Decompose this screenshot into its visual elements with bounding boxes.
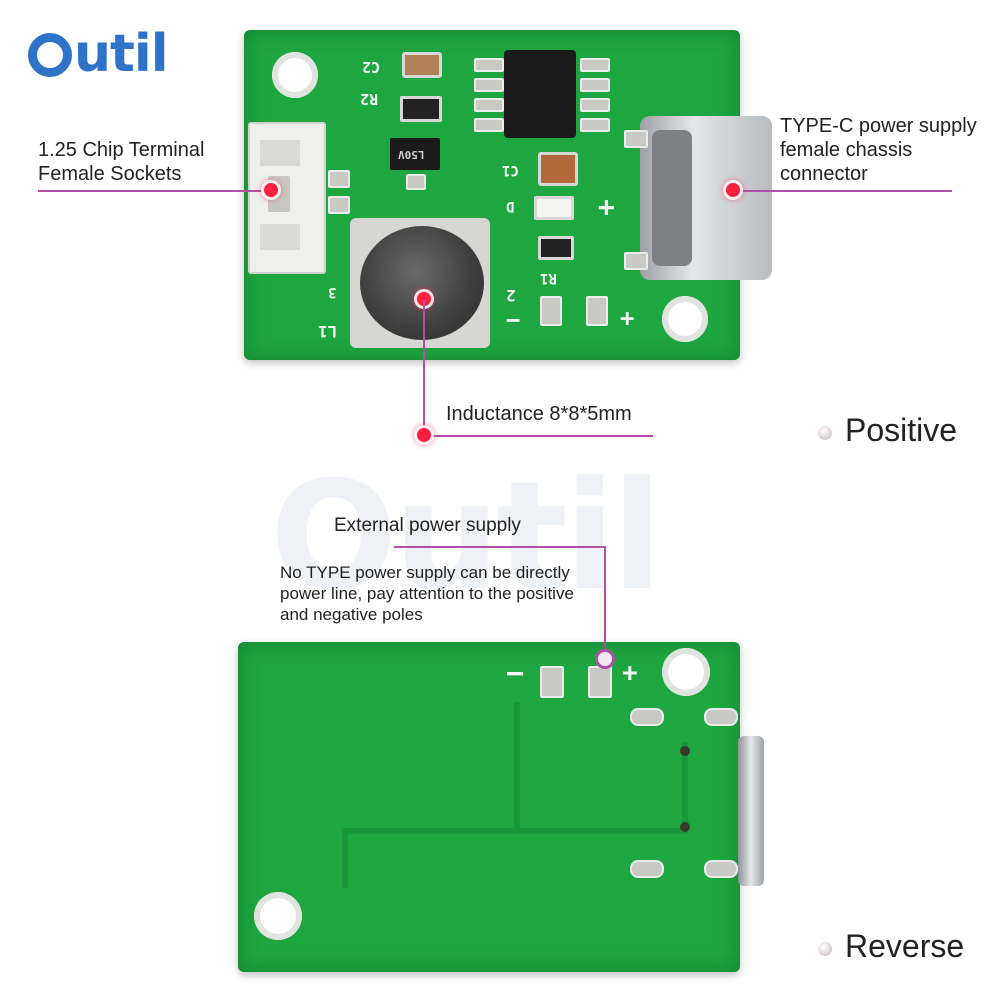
label-positive: Positive xyxy=(845,412,958,448)
pointer-line-chip-terminal xyxy=(38,190,272,192)
marker-external xyxy=(598,652,612,666)
label-chip-terminal: 1.25 Chip Terminal Female Sockets xyxy=(38,139,205,185)
silk-n2: 2 xyxy=(506,286,516,305)
diode-d xyxy=(534,196,574,220)
silk-l1: L1 xyxy=(318,322,338,341)
bullet-positive xyxy=(818,426,832,440)
label-type-c: TYPE-C power supply female chassis conne… xyxy=(780,115,977,185)
transistor-chip xyxy=(390,138,440,170)
logo-text: util xyxy=(74,24,169,84)
mount-hole-top-left xyxy=(272,52,318,98)
pointer-line-inductance-vertical xyxy=(423,300,425,436)
label-external-note: No TYPE power supply can be directly pow… xyxy=(280,563,574,624)
silk-chip-code: L50V xyxy=(398,148,425,161)
jst-pin-bottom xyxy=(328,196,350,214)
mount-hole-bottom-right xyxy=(662,296,708,342)
pad-plus-back xyxy=(588,666,612,698)
capacitor-c2 xyxy=(402,52,442,78)
capacitor-c1 xyxy=(538,152,578,186)
silk-plus-top: + xyxy=(598,190,615,223)
pad-minus-back xyxy=(540,666,564,698)
silk-plus-back: + xyxy=(622,658,638,688)
marker-chip-terminal xyxy=(264,183,278,197)
resistor-r3 xyxy=(538,236,574,260)
typec-tab-1 xyxy=(630,708,664,726)
marker-inductance xyxy=(417,428,431,442)
pad-plus-top xyxy=(586,296,608,326)
ic-chip-sop8 xyxy=(504,50,576,138)
mount-hole-bottom-left xyxy=(254,892,302,940)
marker-inductance-coil xyxy=(417,292,431,306)
pointer-line-external xyxy=(394,546,606,548)
bullet-reverse xyxy=(818,942,832,956)
jst-pin-top xyxy=(328,170,350,188)
jst-socket xyxy=(248,122,326,274)
brand-logo: util xyxy=(28,24,169,84)
resistor-r2 xyxy=(400,96,442,122)
silk-plus-top-2: + xyxy=(620,304,635,332)
inductor-coil xyxy=(360,226,484,340)
pcb-front: C2 R2 L50V C1 D R1 + 3 L1 2 − + xyxy=(244,30,772,360)
typec-tab-3 xyxy=(630,860,664,878)
pad-minus-top xyxy=(540,296,562,326)
silk-minus-back: − xyxy=(506,656,525,691)
via-1 xyxy=(680,746,690,756)
label-external-title: External power supply xyxy=(334,515,521,536)
silk-n3: 3 xyxy=(328,284,337,300)
silk-c2: C2 xyxy=(362,58,381,76)
typec-tab-4 xyxy=(704,860,738,878)
pointer-line-type-c xyxy=(734,190,952,192)
logo-o-ring-icon xyxy=(28,33,72,77)
pcb-back: − + xyxy=(238,642,764,972)
via-2 xyxy=(680,822,690,832)
marker-type-c xyxy=(726,183,740,197)
label-reverse: Reverse xyxy=(845,928,965,964)
silk-c1: C1 xyxy=(502,162,519,178)
pointer-line-external-vertical xyxy=(604,546,606,656)
label-inductance: Inductance 8*8*5mm xyxy=(446,403,632,425)
typec-tab-2 xyxy=(704,708,738,726)
pointer-line-inductance xyxy=(423,435,653,437)
silk-d: D xyxy=(506,198,515,214)
silk-r2: R2 xyxy=(360,90,379,108)
mount-hole-top-right xyxy=(662,648,710,696)
silk-r1: R1 xyxy=(540,270,557,286)
type-c-edge xyxy=(738,736,764,886)
watermark: Outil xyxy=(270,450,663,624)
silk-minus-top: − xyxy=(506,306,521,334)
